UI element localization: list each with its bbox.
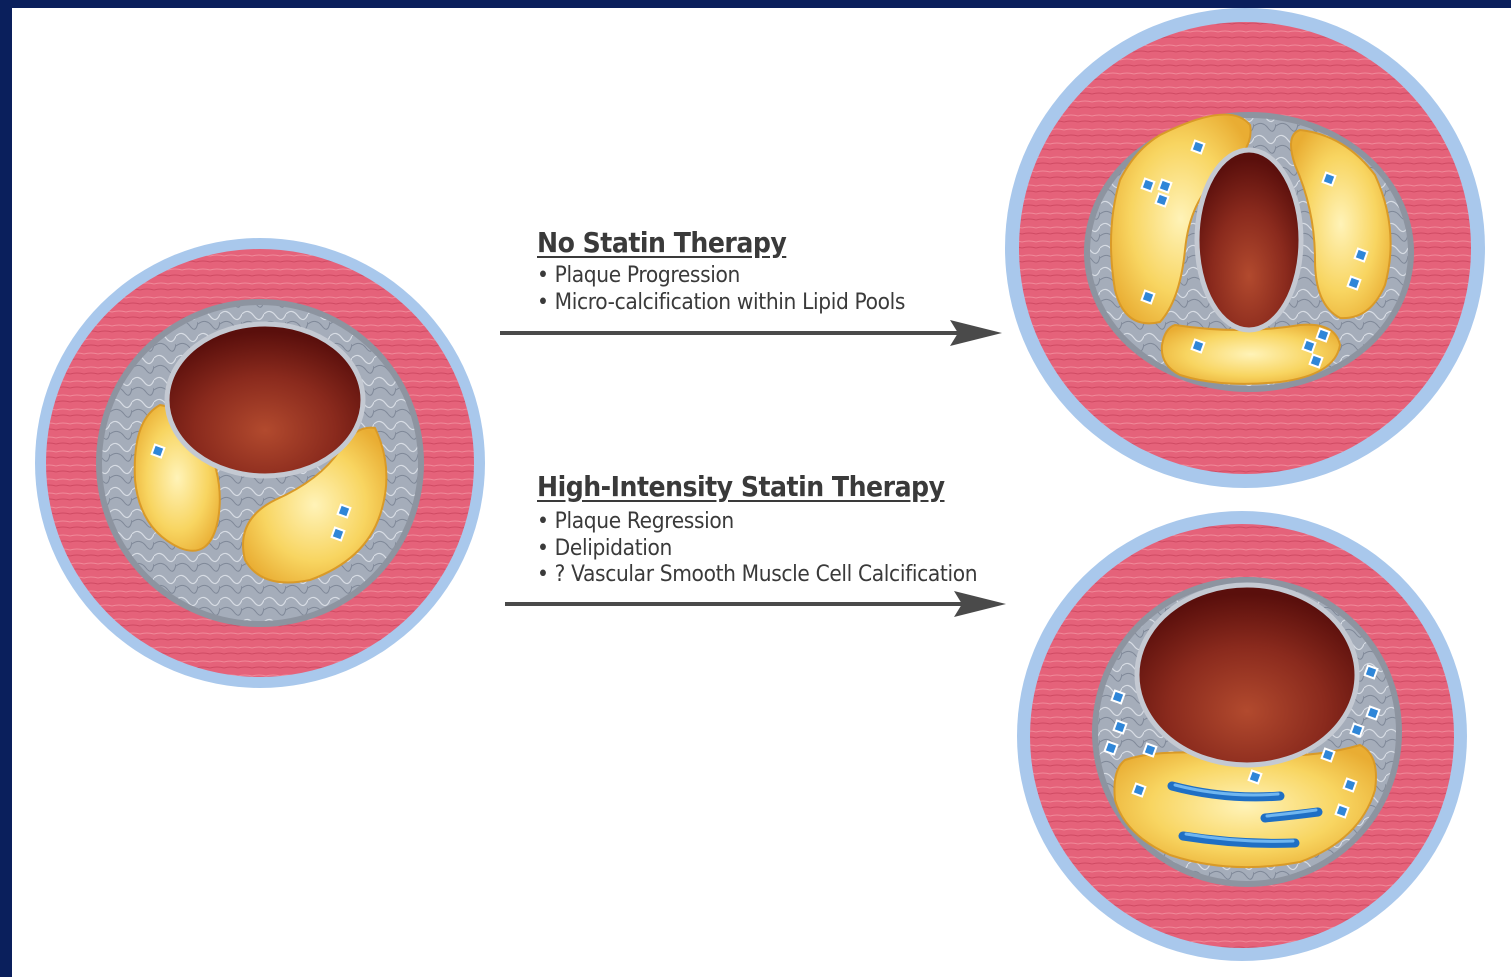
bullet-item: Plaque Regression [537, 509, 977, 536]
branch-title: No Statin Therapy [537, 226, 937, 259]
lumen [167, 324, 363, 476]
no-statin-label: No Statin Therapy Plaque Progression Mic… [537, 226, 937, 316]
artery-baseline [35, 238, 485, 688]
micro-calcification [152, 445, 165, 458]
bullet-item: ? Vascular Smooth Muscle Cell Calcificat… [537, 562, 977, 589]
micro-calcification [1144, 744, 1157, 757]
micro-calcification [1365, 666, 1378, 679]
bullet-item: Micro-calcification within Lipid Pools [537, 290, 905, 317]
micro-calcification [1156, 194, 1169, 207]
branch-title: High-Intensity Statin Therapy [537, 470, 1015, 503]
micro-calcification [1192, 340, 1205, 353]
micro-calcification [1322, 749, 1335, 762]
micro-calcification [338, 505, 351, 518]
micro-calcification [1323, 173, 1336, 186]
micro-calcification [332, 528, 345, 541]
artery-progression [1005, 8, 1485, 488]
micro-calcification [1112, 691, 1125, 704]
micro-calcification [1336, 805, 1349, 818]
lumen [1137, 585, 1357, 765]
micro-calcification [1142, 179, 1155, 192]
micro-calcification [1303, 340, 1316, 353]
micro-calcification [1159, 180, 1172, 193]
micro-calcification [1367, 707, 1380, 720]
micro-calcification [1310, 355, 1323, 368]
micro-calcification [1105, 742, 1118, 755]
micro-calcification [1249, 771, 1262, 784]
arrow-high-intensity-statin [505, 591, 1006, 617]
arrow-no-statin [500, 320, 1002, 346]
micro-calcification [1351, 724, 1364, 737]
micro-calcification [1344, 779, 1357, 792]
micro-calcification [1317, 329, 1330, 342]
micro-calcification [1142, 291, 1155, 304]
micro-calcification [1114, 721, 1127, 734]
high-intensity-statin-label: High-Intensity Statin Therapy Plaque Reg… [537, 470, 1015, 589]
micro-calcification [1192, 141, 1205, 154]
artery-regression [1017, 511, 1467, 961]
bullet-item: Plaque Progression [537, 263, 905, 290]
micro-calcification [1355, 249, 1368, 262]
micro-calcification [1348, 277, 1361, 290]
micro-calcification [1133, 784, 1146, 797]
lumen [1197, 150, 1301, 330]
bullet-item: Delipidation [537, 536, 977, 563]
